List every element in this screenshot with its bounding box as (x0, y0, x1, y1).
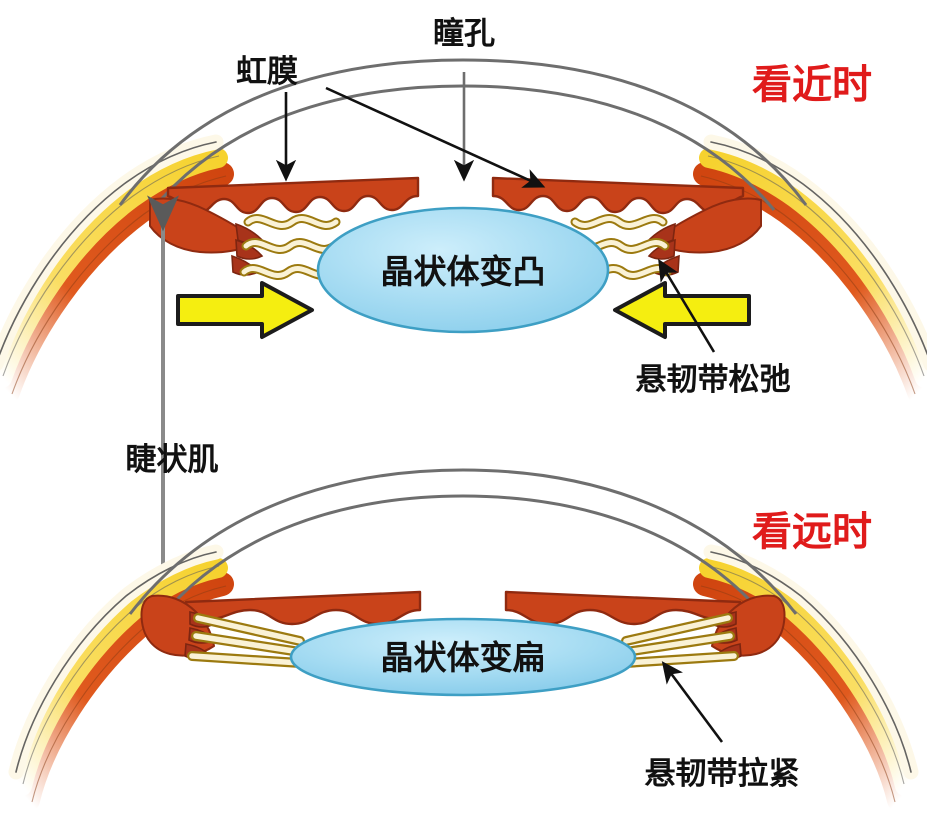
iris-right-near (491, 176, 745, 215)
arrow-right-shape (176, 281, 314, 339)
zonule-r1-inner-near (572, 216, 666, 228)
cornea-outer-arc-near (118, 58, 808, 206)
choroid-outline-right-far (707, 565, 905, 785)
zonule-lf3-inner (189, 653, 303, 666)
eye-wall-right-near (693, 134, 927, 404)
zonule-slack-leader-line (658, 258, 716, 353)
zonule-taut-leader-line (661, 661, 724, 743)
ciliary-muscle-label: 睫状肌 (126, 442, 219, 478)
cornea-outer-arc-far (128, 468, 798, 615)
retina-outline-right-near (700, 175, 916, 395)
sclera-outline-left-near (0, 141, 217, 356)
lens-convex (316, 206, 610, 334)
iris-label: 虹膜 (236, 54, 298, 90)
zonule-lf2-inner (193, 633, 303, 655)
sclera-outline-right-far (710, 551, 912, 773)
choroid-outline-right-near (707, 155, 925, 377)
arrow-left-shape (613, 281, 751, 339)
far-vision-eye: 看远时 晶状体变扁 悬韧带拉紧 (8, 468, 919, 812)
iris-leader-line-cross (325, 86, 546, 188)
choroid-outline-left-near (2, 155, 220, 377)
lens-flat-label: 晶状体变扁 (381, 638, 546, 677)
retina-outline-left-far (31, 585, 227, 803)
zonules-left-far (187, 613, 305, 668)
lens-flat (289, 617, 637, 697)
sclera-outline-right-near (710, 141, 927, 356)
eye-wall-right-far (693, 544, 919, 812)
contraction-arrow-left-near (613, 281, 751, 339)
ciliary-muscle-measure: 睫状肌 (126, 195, 219, 627)
eye-wall-left-near (0, 134, 234, 404)
zonule-l1-inner-near (245, 216, 339, 228)
zonule-rf3-inner (623, 653, 737, 666)
cornea-far (128, 468, 798, 619)
retina-layer-right-far (693, 572, 911, 812)
iris-left-near (166, 176, 420, 215)
near-state-label: 看近时 (752, 62, 872, 108)
near-vision-eye: 虹膜 瞳孔 看近时 晶状体变凸 悬韧带松弛 (0, 16, 927, 404)
zonule-rf2-inner (623, 633, 733, 655)
retina-layer-left-far (16, 572, 234, 812)
lens-convex-label: 晶状体变凸 (381, 252, 546, 291)
pupil-label: 瞳孔 (433, 16, 495, 52)
zonule-l2-inner-near (243, 240, 337, 252)
eye-wall-left-far (8, 544, 234, 812)
zonules-right-far (621, 613, 739, 668)
zonule-slack-label: 悬韧带松弛 (636, 362, 791, 398)
retina-layer-left-near (0, 162, 234, 404)
sclera-outline-left-far (15, 551, 217, 773)
choroid-outline-left-far (22, 565, 220, 785)
zonule-lf1-inner (195, 615, 303, 644)
cornea-inner-arc-far (158, 494, 768, 619)
far-state-label: 看远时 (752, 509, 872, 555)
zonules-left-near (239, 214, 341, 280)
retina-outline-right-far (700, 585, 896, 803)
iris-right-shape-near (491, 176, 745, 215)
contraction-arrow-right-near (176, 281, 314, 339)
iris-left-shape-near (166, 176, 420, 215)
zonule-rf1-inner (623, 615, 731, 644)
zonule-taut-label: 悬韧带拉紧 (645, 756, 800, 792)
retina-layer-right-near (693, 162, 927, 404)
